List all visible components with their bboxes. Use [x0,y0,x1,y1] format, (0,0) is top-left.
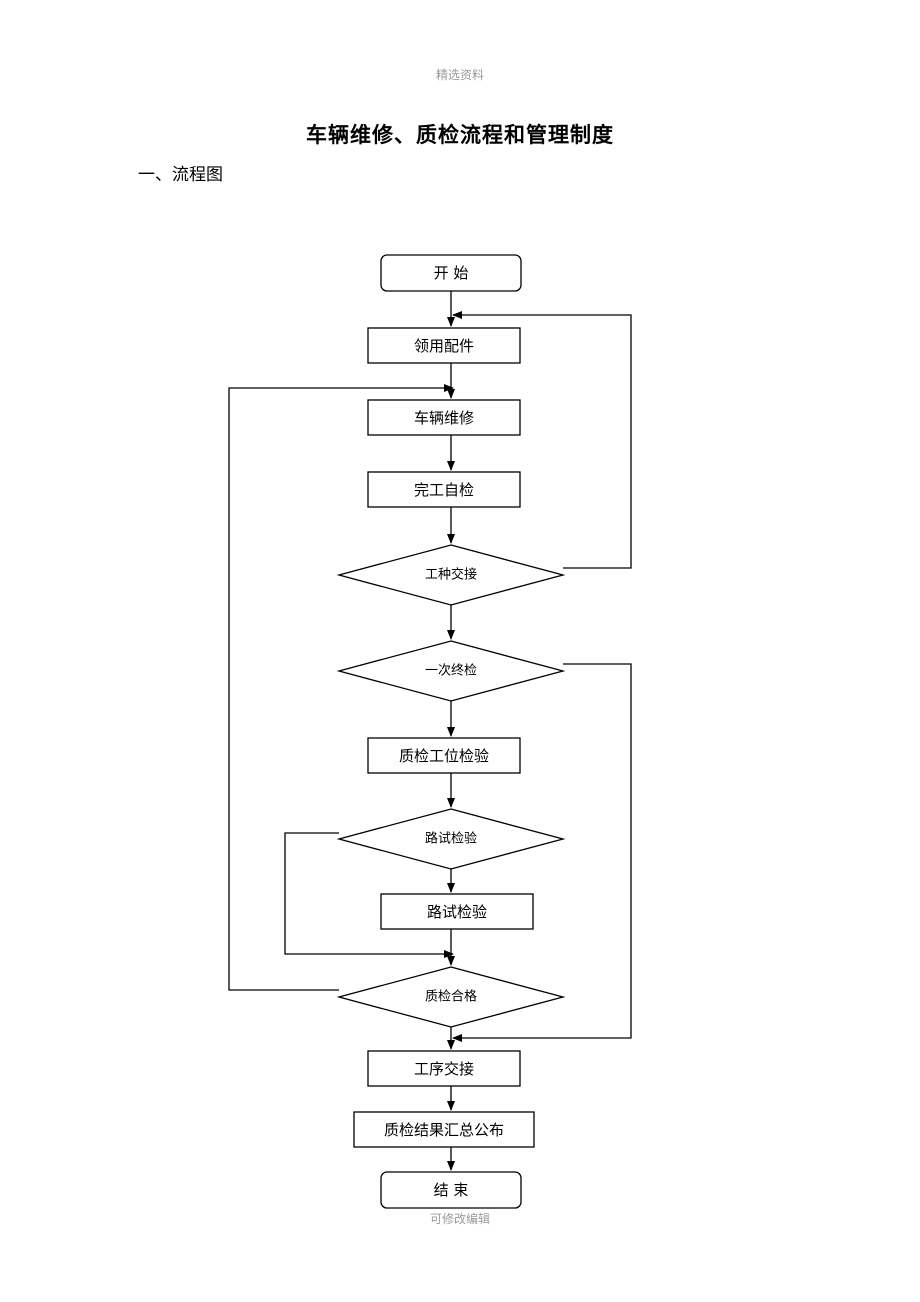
footer-note: 可修改编辑 [429,1212,490,1226]
get-parts-node [367,327,521,364]
publish-results-label: 质检结果汇总公布 [384,1121,504,1139]
end-node [380,1171,522,1209]
handover-type-label: 工种交接 [425,567,477,583]
publish-results-node [353,1111,535,1148]
loop-handover-back-to-parts [452,311,632,569]
loop-qcpass-back-to-repair [228,384,454,991]
bypass-roadtest [284,832,454,958]
first-final-check-label: 一次终检 [425,663,477,679]
self-check-label: 完工自检 [414,481,474,499]
qc-pass-label: 质检合格 [425,989,477,1005]
header-note: 精选资料 [435,68,484,82]
document-title: 车辆维修、质检流程和管理制度 [306,122,614,147]
process-handover-node [367,1050,521,1087]
road-test-decision-label: 路试检验 [425,831,477,847]
loop-finalcheck-to-processhandover [452,663,632,1042]
repair-label: 车辆维修 [414,409,474,427]
repair-node [367,399,521,436]
self-check-node [367,471,521,508]
road-test-node [380,893,534,930]
road-test-label: 路试检验 [427,903,487,921]
get-parts-label: 领用配件 [414,337,474,355]
qc-station-check-node [367,737,521,774]
start-label: 开 始 [434,264,469,282]
end-label: 结 束 [434,1181,469,1199]
section-heading: 一、流程图 [138,165,223,185]
qc-station-check-label: 质检工位检验 [399,747,489,765]
process-handover-label: 工序交接 [414,1060,474,1078]
